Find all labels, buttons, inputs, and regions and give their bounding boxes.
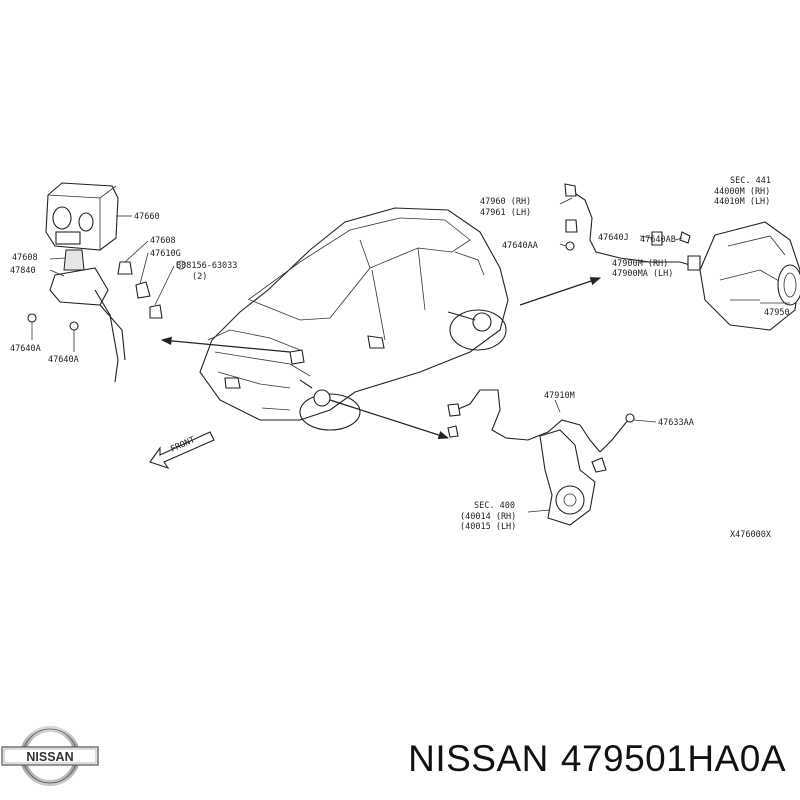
label-47610g: 47610G [150, 249, 181, 259]
label-47910m: 47910M [544, 391, 575, 401]
label-47900m: 47900M (RH) [612, 259, 668, 269]
label-40014: (40014 (RH) [460, 512, 516, 522]
label-47660: 47660 [134, 212, 160, 222]
footer: NISSAN NISSAN 479501HA0A [0, 700, 800, 800]
brand-name: NISSAN [408, 738, 549, 779]
abs-parts-diagram: 47660 47608 47608 47610G B08156-63033 (2… [10, 176, 800, 540]
svg-text:NISSAN: NISSAN [26, 750, 73, 764]
label-44010m: 44010M (LH) [714, 197, 770, 207]
front-wheel-sensor-group [447, 389, 635, 526]
label-47640aa: 47640AA [502, 241, 538, 251]
vehicle-outline [199, 207, 509, 431]
label-47960: 47960 (RH) [480, 197, 531, 207]
label-47961: 47961 (LH) [480, 208, 531, 218]
label-sec-400: SEC. 400 [474, 501, 515, 511]
label-47640j: 47640J [598, 233, 629, 243]
label-47840: 47840 [10, 266, 36, 276]
part-title: NISSAN 479501HA0A [408, 738, 786, 780]
label-08156-63033: B08156-63033 [176, 261, 237, 271]
nissan-logo: NISSAN [1, 726, 99, 786]
front-direction-indicator: FRONT [149, 431, 215, 470]
label-47900ma: 47900MA (LH) [612, 269, 673, 279]
label-sec-441: SEC. 441 [730, 176, 771, 186]
label-47633aa: 47633AA [658, 418, 694, 428]
label-44000m: 44000M (RH) [714, 187, 770, 197]
label-47640ab: 47640AB [640, 235, 676, 245]
label-47640a-1: 47640A [10, 344, 41, 354]
label-47640a-2: 47640A [48, 355, 79, 365]
abs-actuator-assembly [27, 182, 163, 383]
front-label: FRONT [169, 435, 196, 455]
label-08156-qty: (2) [192, 272, 207, 282]
label-40015: (40015 (LH) [460, 522, 516, 532]
label-47608-b: 47608 [12, 253, 38, 263]
drawing-code: X476000X [730, 530, 772, 540]
part-number: 479501HA0A [560, 738, 786, 779]
label-47608-a: 47608 [150, 236, 176, 246]
label-47950: 47950 [764, 308, 790, 318]
